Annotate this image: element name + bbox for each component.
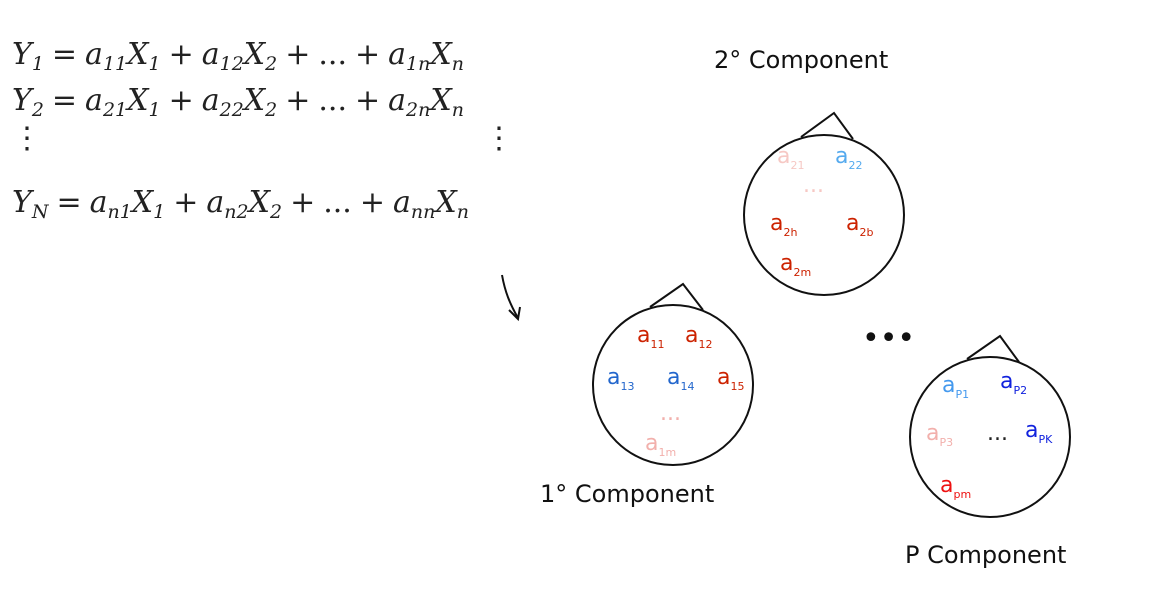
x-variable: Xn [435,185,469,223]
equals-sign: = [51,37,78,72]
plus-sign: + [355,37,381,72]
x-variable-sub: n [456,201,469,223]
coefficient: an1 [89,185,132,223]
x-variable: Xn [430,37,464,75]
component-1-item-2: a12 [685,323,712,351]
component-1-item-5: a15 [717,365,744,393]
component-p-item-2: aP2 [1000,369,1027,397]
coefficient-sub: 21 [102,99,128,121]
lhs-variable: YN [12,185,49,223]
x-variable-sub: 1 [153,201,166,223]
x-variable: X2 [243,83,278,121]
coefficient-sub: n1 [107,201,132,223]
coefficient: a21 [85,83,128,121]
component-p-item-5: apm [940,473,971,501]
plus-sign: + [173,185,199,220]
component-2-item-4: a2b [846,211,873,239]
ellipsis: ... [318,83,347,118]
component-2-circle [743,134,905,296]
coefficient-sub: 1n [406,53,431,75]
coefficient: a22 [201,83,244,121]
coefficient-sub: 12 [219,53,244,75]
plus-sign: + [168,83,194,118]
x-variable: X1 [131,185,166,223]
component-2-item-1: a21 [777,144,804,172]
component-1-circle [592,304,754,466]
component-p-circle [909,356,1071,518]
curved-arrow [501,274,519,319]
coefficient-sub: 11 [102,53,128,75]
component-2-label: 2° Component [714,46,888,74]
coefficient: an2 [206,185,249,223]
component-p-dots: ... [987,421,1008,446]
arrow-head [508,306,521,322]
equation-row: Y2=a21X1+a22X2+...+a2nXn [12,86,469,132]
component-p-item-1: aP1 [942,373,969,401]
equals-sign: = [51,83,78,118]
component-1-item-6: a1m [645,431,676,459]
equation-row: YN=an1X1+an2X2+...+annXn [12,188,469,234]
lhs-variable-sub: 2 [31,99,44,121]
coefficient-sub: n2 [224,201,249,223]
ellipsis: ... [323,185,352,220]
plus-sign: + [285,83,311,118]
plus-sign: + [290,185,316,220]
lhs-variable-sub: N [31,201,49,223]
lhs-variable-sub: 1 [31,53,44,75]
x-variable: Xn [430,83,464,121]
coefficient-sub: 2n [406,99,431,121]
coefficient: a12 [201,37,244,75]
component-2-dots: ... [803,173,824,198]
component-1: a11 a12 a13 a14 a15 ... a1m 1° Component [540,282,754,508]
x-variable-sub: n [451,99,464,121]
plus-sign: + [355,83,381,118]
between-components-dots: ••• [862,321,915,356]
lhs-variable: Y2 [12,83,44,121]
component-1-item-3: a13 [607,365,634,393]
coefficient: a1n [388,37,431,75]
x-variable-sub: 2 [265,53,278,75]
equation-row: Y1=a11X1+a12X2+...+a1nXn [12,40,469,86]
lhs-variable: Y1 [12,37,44,75]
plus-sign: + [168,37,194,72]
x-variable: X2 [243,37,278,75]
x-variable-sub: 2 [265,99,278,121]
component-1-item-1: a11 [637,323,664,351]
component-2: a21 a22 ... a2h a2b a2m 2° Component [714,46,905,296]
component-p: aP1 aP2 aP3 ... aPK apm P Component [905,334,1071,569]
coefficient-sub: 22 [219,99,244,121]
plus-sign: + [285,37,311,72]
component-2-item-2: a22 [835,144,862,172]
component-2-item-5: a2m [780,251,811,279]
component-1-tab [649,282,704,311]
x-variable-sub: 1 [148,53,161,75]
x-variable-sub: 2 [269,201,283,223]
coefficient: a2n [388,83,431,121]
ellipsis: ... [318,37,347,72]
component-p-item-4: aPK [1025,418,1053,446]
x-variable-sub: n [451,53,464,75]
component-p-tab [966,334,1020,363]
component-p-item-3: aP3 [926,421,953,449]
equals-sign: = [56,185,82,220]
x-variable: X2 [248,185,283,223]
component-1-item-4: a14 [667,365,694,393]
coefficient: a11 [85,37,128,75]
component-p-label: P Component [905,541,1066,569]
plus-sign: + [359,185,385,220]
coefficient-sub: nn [410,201,436,223]
x-variable-sub: 1 [148,99,161,121]
component-1-dots: ... [660,401,681,426]
component-2-item-3: a2h [770,211,797,239]
x-variable: X1 [127,83,161,121]
x-variable: X1 [127,37,161,75]
component-2-tab [800,111,854,140]
component-1-label: 1° Component [540,480,714,508]
coefficient: ann [392,185,436,223]
